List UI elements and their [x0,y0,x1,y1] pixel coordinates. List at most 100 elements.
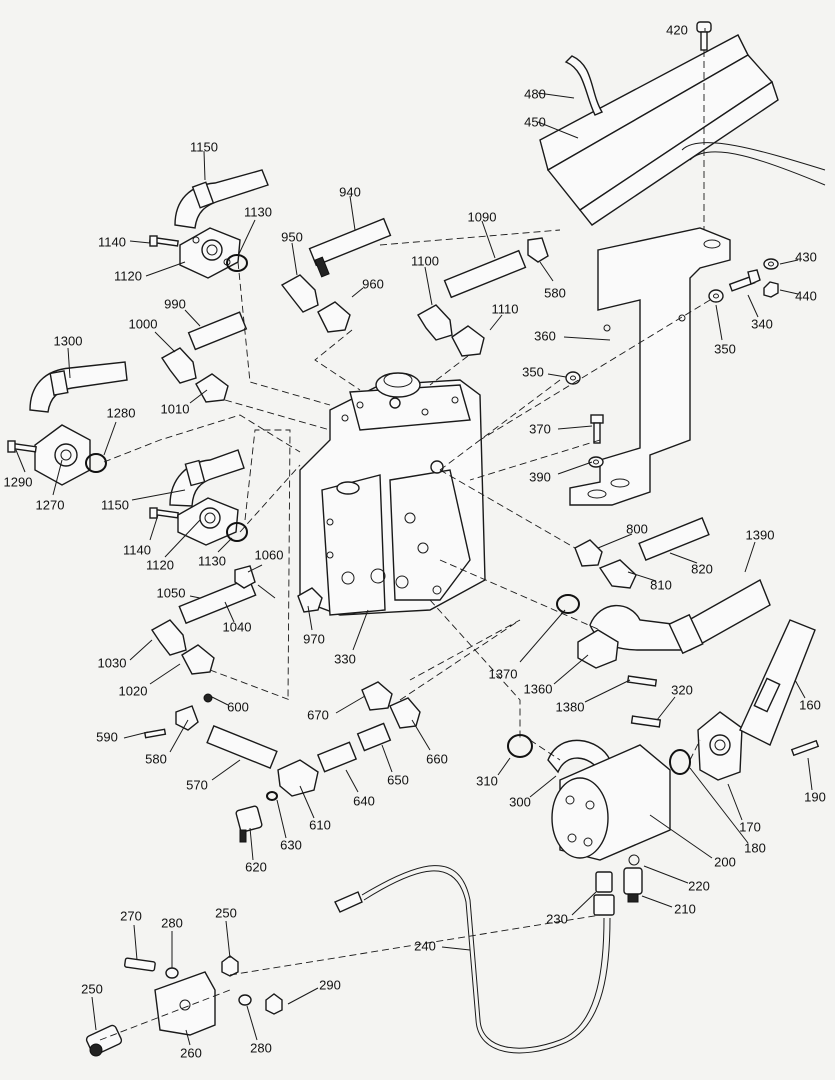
leader-line-480 [537,92,575,99]
leader-line-230 [571,891,597,916]
leader-line-570 [211,759,241,781]
clip-580-lower [175,705,199,731]
callout-250: 250 [81,981,103,996]
fitting-570 [206,725,278,769]
nut-440 [763,281,779,298]
elbow-810 [598,559,637,589]
callout-670: 670 [307,707,329,722]
callout-290: 290 [319,977,341,992]
leader-line-250 [91,996,97,1031]
leader-line-1390 [744,541,756,573]
callout-1140: 1140 [98,234,126,249]
callout-300: 300 [509,794,531,809]
assembly-lines [99,229,711,1041]
leader-line-160 [794,679,806,699]
leader-line-950 [291,242,298,276]
leader-line-1380 [584,679,631,703]
elbow-660 [389,697,421,729]
callout-320: 320 [671,682,693,697]
callout-1130: 1130 [244,204,272,219]
callout-1290: 1290 [4,474,33,489]
callout-1060: 1060 [255,547,284,562]
leader-line-1090 [481,220,496,259]
callout-810: 810 [650,577,672,592]
callout-1270: 1270 [36,497,65,512]
leader-line-960 [351,287,364,298]
leader-line-1370 [519,609,566,663]
oring-310 [507,734,533,758]
nut-250-upper [221,955,239,977]
callout-480: 480 [524,86,546,101]
adapter-1020 [181,644,215,675]
callout-440: 440 [795,288,817,303]
oring-630 [266,791,278,801]
callout-960: 960 [362,276,384,291]
washer-350-right [708,289,724,303]
fitting-1040 [178,577,257,625]
leader-line-240 [441,946,471,951]
callout-330: 330 [334,651,356,666]
leader-line-650 [381,744,393,773]
callout-580: 580 [544,285,566,300]
callout-1370: 1370 [489,666,518,681]
bolt-590 [143,728,167,739]
callout-820: 820 [691,561,713,576]
washer-350-left [565,371,581,385]
callout-940: 940 [339,184,361,199]
leader-line-600 [211,696,229,706]
leader-line-220 [643,865,689,884]
channel-bracket-450 [539,34,826,226]
fitting-990 [187,311,248,351]
leader-line-1060 [247,564,263,573]
adapter-670 [361,681,393,711]
elbow-1100 [417,304,453,341]
callout-230: 230 [546,911,568,926]
adapter-230 [593,871,615,916]
washer-390 [588,456,604,468]
leader-line-1100 [424,266,433,306]
adapter-800 [574,539,603,567]
strap-480 [564,55,604,116]
callout-600: 600 [227,699,249,714]
callout-420: 420 [666,22,688,37]
fitting-1090 [443,249,527,299]
callout-580: 580 [145,751,167,766]
adapter-960 [317,301,351,333]
washer-280-upper [165,967,179,979]
leader-line-360 [563,336,611,341]
leader-line-180 [689,767,749,844]
callout-180: 180 [744,840,766,855]
leader-line-250 [225,920,231,959]
leader-line-1130 [217,537,233,553]
callout-450: 450 [524,114,546,129]
callout-1140: 1140 [123,542,151,557]
leader-line-1030 [129,639,153,661]
callout-1130: 1130 [198,553,226,568]
leader-line-190 [807,757,813,791]
bolt-340 [728,269,761,292]
hose-1300 [29,361,128,413]
adapter-1110 [451,325,485,357]
callout-170: 170 [739,819,761,834]
callout-1150: 1150 [101,497,129,512]
callout-970: 970 [303,631,325,646]
elbow-1000 [160,347,197,384]
callout-590: 590 [96,729,118,744]
leader-line-320 [656,696,676,721]
leader-line-1130 [237,219,256,257]
sensor-210 [623,867,643,903]
leader-line-1140 [129,240,151,244]
mounting-bracket-360 [569,227,731,506]
leader-line-1120 [145,261,186,277]
callout-430: 430 [795,249,817,264]
callout-660: 660 [426,751,448,766]
callout-1380: 1380 [556,699,585,714]
callout-280: 280 [250,1040,272,1055]
bracket-260 [154,971,216,1036]
cable-240 [334,865,611,1054]
callout-leaders [15,28,813,1046]
leader-line-300 [529,775,557,798]
callout-250: 250 [215,905,237,920]
